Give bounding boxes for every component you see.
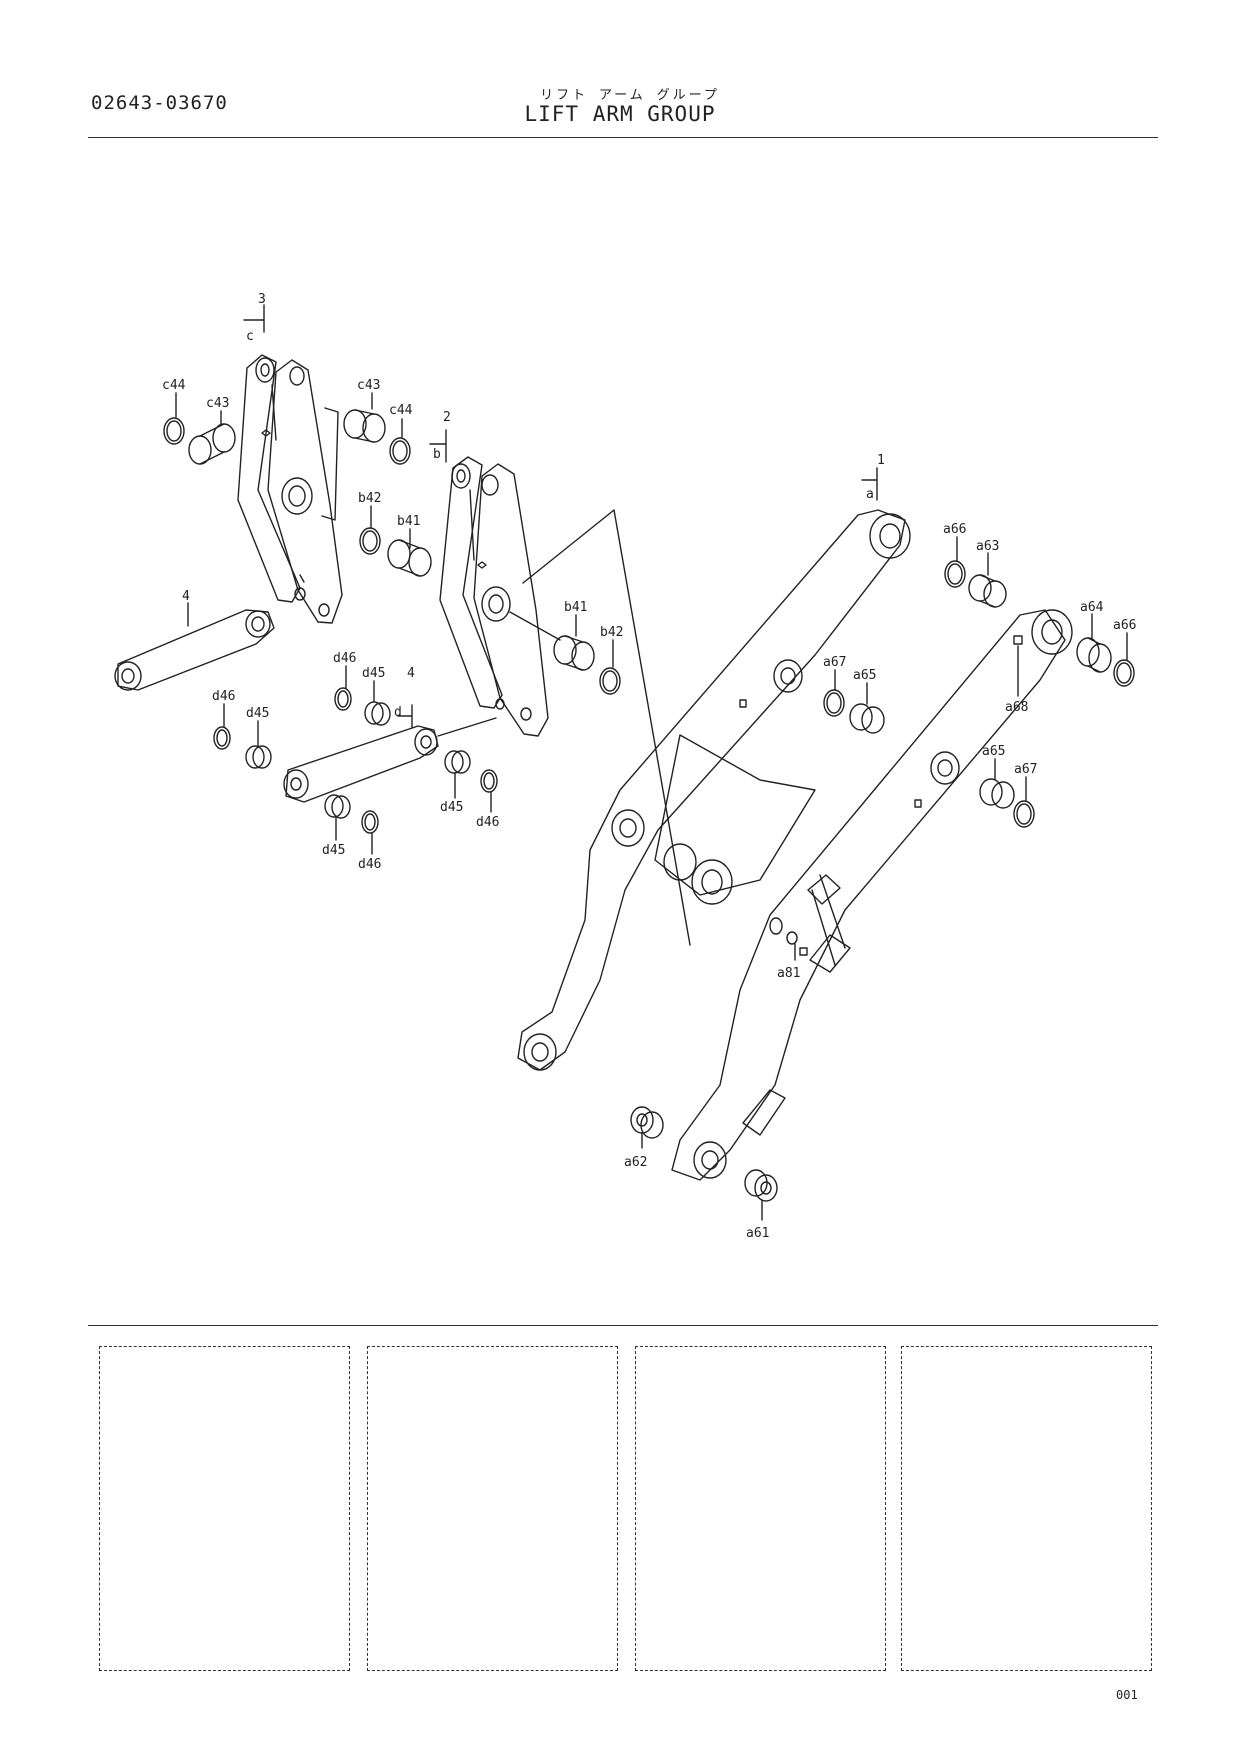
label-a63: a63 [976, 539, 999, 554]
label-a68: a68 [1005, 700, 1028, 715]
label-b42-top: b42 [358, 491, 381, 506]
label-a67-bottom: a67 [1014, 762, 1037, 777]
label-link-4-left: 4 [182, 589, 190, 604]
exploded-parts-diagram: 3 c c44 c43 c43 c44 2 b b42 b41 b41 b42 … [114, 292, 1136, 1241]
label-a64: a64 [1080, 600, 1104, 615]
snap-ring-a66-right [1113, 659, 1135, 687]
bushing-d45-a [245, 745, 272, 769]
label-group-1: 1 [877, 453, 885, 468]
note-box-1 [99, 1346, 350, 1671]
grease-fitting-a68 [1013, 635, 1023, 645]
pin-boss-a61 [744, 1169, 778, 1202]
label-b41-bottom: b41 [564, 600, 587, 615]
label-b42-bottom: b42 [600, 625, 623, 640]
header-rule [88, 137, 1158, 138]
label-a65-top: a65 [853, 668, 876, 683]
bushing-d45-b [364, 701, 391, 726]
lift-arm-frame-1 [517, 509, 1073, 1181]
note-box-4 [901, 1346, 1152, 1671]
label-group-3: 3 [258, 292, 266, 307]
label-c44-right: c44 [389, 403, 413, 418]
label-a62: a62 [624, 1155, 647, 1170]
snap-ring-b42-bottom [599, 667, 621, 695]
label-d45-c: d45 [440, 800, 463, 815]
snap-ring-a67-top [823, 689, 845, 717]
bushing-d45-c [444, 750, 471, 774]
label-c43-left: c43 [206, 396, 229, 411]
label-a61: a61 [746, 1226, 769, 1241]
snap-ring-c44-right [389, 437, 411, 465]
footer-rule [88, 1325, 1158, 1326]
label-group-d: d [394, 705, 402, 720]
label-group-a: a [866, 487, 874, 502]
label-link-4-middle: 4 [407, 666, 415, 681]
part-number: 02643-03670 [91, 92, 228, 114]
bushing-c43-right [343, 409, 386, 443]
label-d46-c: d46 [476, 815, 499, 830]
snap-ring-c44-left [163, 417, 185, 445]
bushing-c43-left [188, 423, 236, 465]
label-group-b: b [433, 447, 441, 462]
label-a66-right: a66 [1113, 618, 1136, 633]
note-box-2 [367, 1346, 618, 1671]
bushing-b41-bottom [553, 635, 595, 671]
pin-boss-a62 [630, 1106, 664, 1139]
title-english: LIFT ARM GROUP [524, 102, 716, 126]
label-b41-top: b41 [397, 514, 420, 529]
label-a65-bottom: a65 [982, 744, 1005, 759]
label-a66-left: a66 [943, 522, 966, 537]
bushing-b41-top [387, 539, 432, 577]
link-plate-assembly-3 [237, 354, 343, 624]
label-d45-d: d45 [322, 843, 345, 858]
link-plate-assembly-2 [439, 456, 549, 737]
bushing-a65-top [849, 703, 885, 734]
snap-ring-a67-bottom [1013, 800, 1035, 828]
snap-ring-d46-c [480, 769, 498, 793]
note-box-3 [635, 1346, 886, 1671]
label-d45-b: d45 [362, 666, 385, 681]
link-rod-4-middle [283, 725, 439, 803]
snap-ring-a66-left [944, 560, 966, 588]
page-number: 001 [1116, 1688, 1138, 1702]
label-d46-b: d46 [333, 651, 356, 666]
label-group-c: c [246, 329, 254, 344]
label-group-2: 2 [443, 410, 451, 425]
label-d45-a: d45 [246, 706, 269, 721]
bushing-a63 [968, 574, 1007, 608]
label-a81: a81 [777, 966, 800, 981]
snap-ring-d46-a [213, 726, 231, 750]
bushing-a64 [1076, 637, 1112, 673]
link-rod-4-left [114, 609, 275, 691]
snap-ring-d46-d [361, 810, 379, 834]
fitting-a81 [786, 931, 808, 956]
title-japanese: リフト アーム グループ [540, 88, 720, 103]
bushing-a65-bottom [979, 778, 1015, 809]
snap-ring-d46-b [334, 687, 352, 711]
bushing-d45-d [324, 794, 351, 819]
label-c43-right: c43 [357, 378, 380, 393]
label-c44-left: c44 [162, 378, 186, 393]
label-d46-d: d46 [358, 857, 381, 872]
snap-ring-b42-top [359, 527, 381, 555]
label-d46-a: d46 [212, 689, 235, 704]
label-a67-top: a67 [823, 655, 846, 670]
